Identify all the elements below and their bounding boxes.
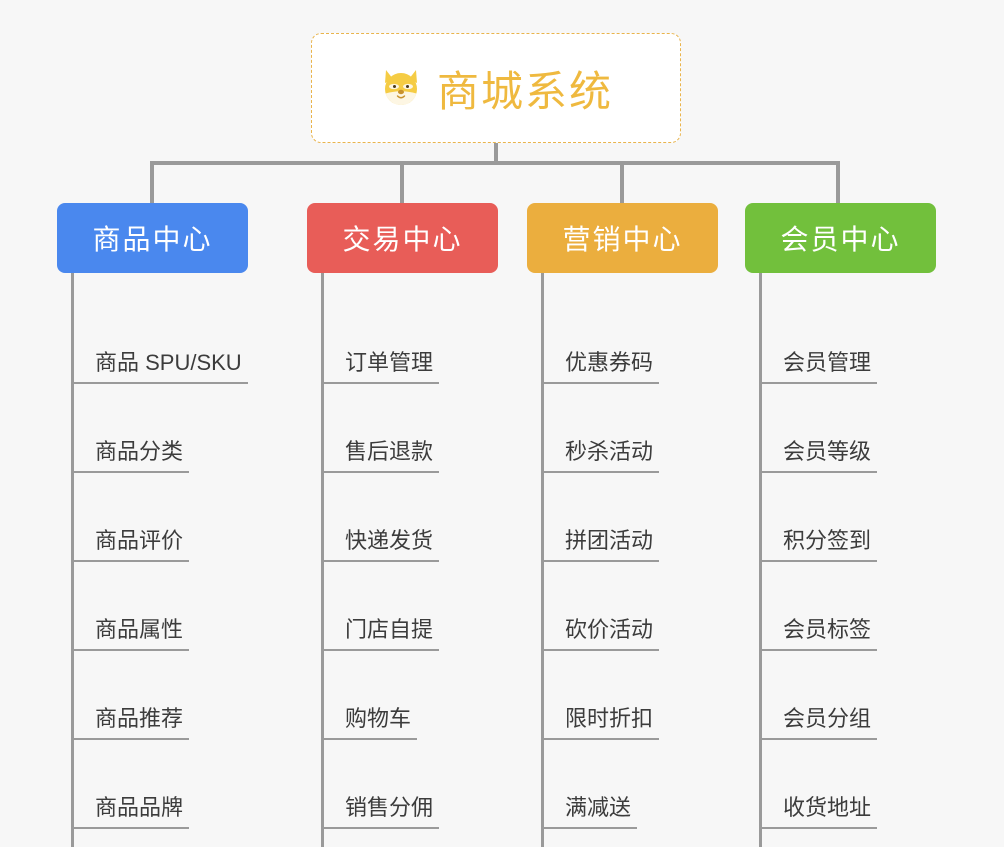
leaf-item[interactable]: 订单管理 — [321, 295, 498, 384]
root-title: 商城系统 — [436, 67, 613, 115]
leaf-item[interactable]: 商品 SPU/SKU — [71, 295, 248, 384]
branch-column-会员中心: 会员中心 会员管理 会员等级 积分签到 会员标签 会员分组 收货地址 — [745, 203, 936, 847]
branch-header-2[interactable]: 交易中心 — [307, 203, 498, 273]
leaf-item[interactable]: 拼团活动 — [541, 473, 718, 562]
leaf-label: 会员标签 — [759, 616, 878, 651]
leaf-label: 满减送 — [541, 794, 638, 829]
branch-column-交易中心: 交易中心 订单管理 售后退款 快递发货 门店自提 购物车 销售分佣 — [307, 203, 498, 847]
leaf-item[interactable]: 收货地址 — [759, 740, 936, 829]
leaf-item[interactable]: 售后退款 — [321, 384, 498, 473]
branch-rail — [71, 273, 74, 847]
leaf-item[interactable]: 会员管理 — [759, 295, 936, 384]
branch-drop-connector-1 — [150, 161, 154, 205]
leaf-item[interactable]: 限时折扣 — [541, 651, 718, 740]
leaf-item[interactable]: 商品分类 — [71, 384, 248, 473]
leaf-label: 会员等级 — [759, 438, 878, 473]
branch-drop-connector-3 — [620, 161, 624, 205]
leaf-list-2: 订单管理 售后退款 快递发货 门店自提 购物车 销售分佣 — [307, 273, 498, 847]
branch-header-1[interactable]: 商品中心 — [57, 203, 248, 273]
branch-column-商品中心: 商品中心 商品 SPU/SKU 商品分类 商品评价 商品属性 商品推荐 商品品牌 — [57, 203, 248, 847]
leaf-item[interactable]: 秒杀活动 — [541, 384, 718, 473]
branch-rail — [541, 273, 544, 847]
leaf-item[interactable]: 销售分佣 — [321, 740, 498, 829]
leaf-item[interactable]: 积分签到 — [759, 473, 936, 562]
leaf-label: 快递发货 — [321, 527, 440, 562]
leaf-label: 收货地址 — [759, 794, 878, 829]
branch-header-3[interactable]: 营销中心 — [527, 203, 718, 273]
leaf-item[interactable]: 会员分组 — [759, 651, 936, 740]
leaf-label: 销售分佣 — [321, 794, 440, 829]
leaf-item[interactable]: 商品品牌 — [71, 740, 248, 829]
root-node[interactable]: 商城系统 — [311, 33, 681, 143]
leaf-label: 秒杀活动 — [541, 438, 660, 473]
leaf-item[interactable]: 砍价活动 — [541, 562, 718, 651]
branch-header-label: 会员中心 — [780, 224, 901, 255]
leaf-label: 会员分组 — [759, 705, 878, 740]
leaf-label: 售后退款 — [321, 438, 440, 473]
branch-header-label: 商品中心 — [92, 224, 213, 255]
leaf-item[interactable]: 会员标签 — [759, 562, 936, 651]
branch-header-label: 营销中心 — [562, 224, 683, 255]
branch-drop-connector-4 — [836, 161, 840, 205]
leaf-label: 门店自提 — [321, 616, 440, 651]
leaf-label: 商品评价 — [71, 527, 190, 562]
leaf-label: 会员管理 — [759, 349, 878, 384]
root-stem-connector — [494, 143, 498, 163]
branch-drop-connector-2 — [400, 161, 404, 205]
leaf-item[interactable]: 商品属性 — [71, 562, 248, 651]
branch-header-label: 交易中心 — [342, 224, 463, 255]
leaf-item[interactable]: 优惠券码 — [541, 295, 718, 384]
leaf-label: 商品品牌 — [71, 794, 190, 829]
leaf-label: 拼团活动 — [541, 527, 660, 562]
leaf-label: 限时折扣 — [541, 705, 660, 740]
leaf-list-4: 会员管理 会员等级 积分签到 会员标签 会员分组 收货地址 — [745, 273, 936, 847]
shiba-dog-face-icon — [379, 66, 423, 110]
leaf-label: 砍价活动 — [541, 616, 660, 651]
branch-rail — [321, 273, 324, 847]
branch-column-营销中心: 营销中心 优惠券码 秒杀活动 拼团活动 砍价活动 限时折扣 满减送 — [527, 203, 718, 847]
leaf-item[interactable]: 快递发货 — [321, 473, 498, 562]
leaf-label: 积分签到 — [759, 527, 878, 562]
leaf-item[interactable]: 会员等级 — [759, 384, 936, 473]
leaf-item[interactable]: 商品评价 — [71, 473, 248, 562]
leaf-label: 商品分类 — [71, 438, 190, 473]
leaf-label: 商品属性 — [71, 616, 190, 651]
leaf-label: 订单管理 — [321, 349, 440, 384]
leaf-label: 商品 SPU/SKU — [71, 349, 248, 384]
leaf-list-3: 优惠券码 秒杀活动 拼团活动 砍价活动 限时折扣 满减送 — [527, 273, 718, 847]
leaf-item[interactable]: 购物车 — [321, 651, 498, 740]
leaf-label: 商品推荐 — [71, 705, 190, 740]
leaf-item[interactable]: 满减送 — [541, 740, 718, 829]
horizontal-bus-connector — [150, 161, 840, 165]
branch-header-4[interactable]: 会员中心 — [745, 203, 936, 273]
leaf-label: 购物车 — [321, 705, 418, 740]
leaf-item[interactable]: 商品推荐 — [71, 651, 248, 740]
leaf-item[interactable]: 门店自提 — [321, 562, 498, 651]
branch-rail — [759, 273, 762, 847]
leaf-list-1: 商品 SPU/SKU 商品分类 商品评价 商品属性 商品推荐 商品品牌 — [57, 273, 248, 847]
leaf-label: 优惠券码 — [541, 349, 660, 384]
